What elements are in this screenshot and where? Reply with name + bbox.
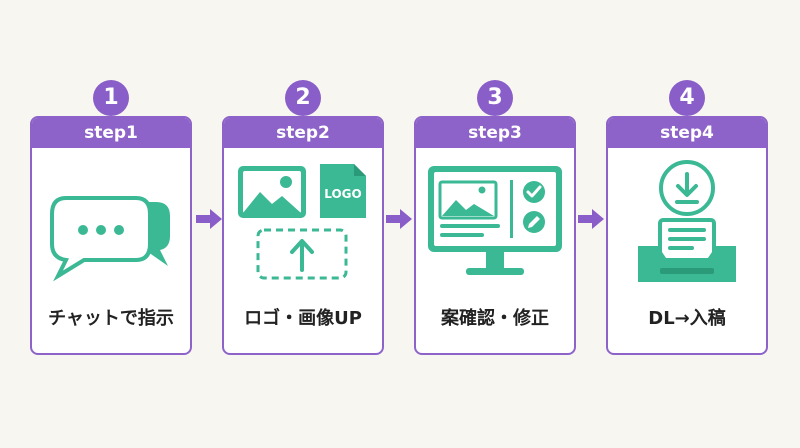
arrow-right-icon — [578, 209, 604, 229]
step-label: DL→入稿 — [648, 308, 726, 329]
step-number-badge: 4 — [669, 80, 705, 116]
chat-bubbles-icon — [50, 196, 170, 282]
step-label: チャットで指示 — [48, 308, 174, 329]
step-card: step1 チャットで指示 — [30, 116, 192, 355]
step-card: step2 LOGO ロゴ・画像UP — [222, 116, 384, 355]
step-label: ロゴ・画像UP — [244, 308, 362, 329]
step-header: step1 — [32, 118, 190, 148]
step-3: 3 step3 案確認・修正 — [414, 80, 576, 355]
step-1: 1 step1 チャットで指示 — [30, 80, 192, 355]
step-4: 4 step4 DL→入稿 — [606, 80, 768, 355]
step-header: step3 — [416, 118, 574, 148]
step-card: step3 案確認・修正 — [414, 116, 576, 355]
step-number-badge: 3 — [477, 80, 513, 116]
download-tray-icon — [638, 160, 736, 282]
logo-text: LOGO — [324, 187, 361, 201]
step-header: step4 — [608, 118, 766, 148]
step-number-badge: 1 — [93, 80, 129, 116]
step-number-badge: 2 — [285, 80, 321, 116]
monitor-review-icon — [428, 166, 562, 275]
arrow-right-icon — [386, 209, 412, 229]
step-2: 2 step2 LOGO ロゴ・画像UP — [222, 80, 384, 355]
image-logo-upload-icon: LOGO — [238, 164, 366, 280]
step-header: step2 — [224, 118, 382, 148]
arrow-right-icon — [196, 209, 222, 229]
step-card: step4 DL→入稿 — [606, 116, 768, 355]
step-label: 案確認・修正 — [441, 308, 549, 329]
